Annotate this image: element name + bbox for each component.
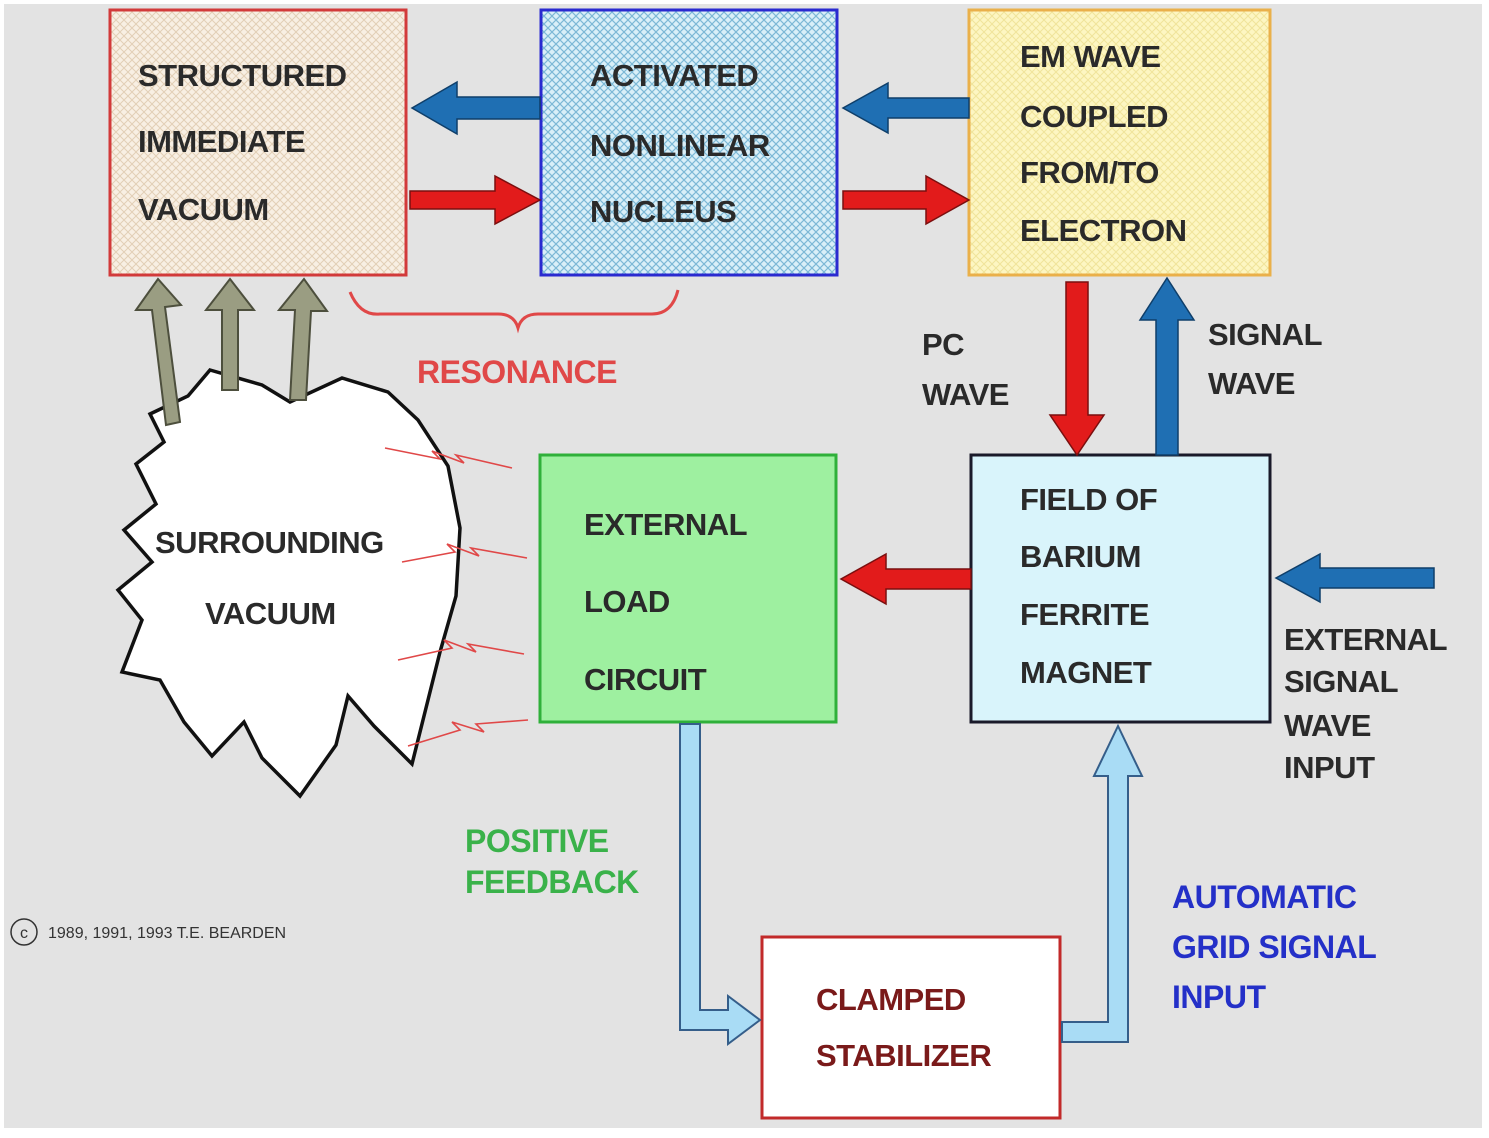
red-arrow-pc-wave bbox=[1048, 281, 1106, 457]
nonlinear-nucleus-line-3: NUCLEUS bbox=[590, 194, 736, 229]
zigzag-4 bbox=[407, 719, 529, 747]
light-blue-arrow-stabilizer-to-field bbox=[1061, 723, 1144, 1043]
external-signal-label-line-4: INPUT bbox=[1284, 750, 1375, 785]
red-arrow-vacuum-to-nucleus bbox=[409, 174, 542, 226]
external-load-line-2: LOAD bbox=[584, 584, 670, 619]
blue-arrow-em-to-nucleus bbox=[841, 81, 970, 135]
red-arrow-nucleus-to-em bbox=[842, 174, 971, 226]
structured-vacuum-box: STRUCTURED IMMEDIATE VACUUM bbox=[108, 8, 408, 277]
structured-vacuum-line-2: IMMEDIATE bbox=[138, 124, 305, 159]
external-load-line-3: CIRCUIT bbox=[584, 662, 707, 697]
surrounding-vacuum-shape: SURROUNDING VACUUM bbox=[115, 368, 462, 799]
pc-wave-label-line-1: PC bbox=[922, 327, 964, 362]
blue-arrow-signal-wave bbox=[1138, 276, 1196, 456]
blue-arrow-nucleus-to-vacuum bbox=[410, 80, 541, 136]
olive-arrow-left bbox=[134, 277, 184, 427]
structured-vacuum-line-3: VACUUM bbox=[138, 192, 269, 227]
olive-arrow-middle bbox=[203, 277, 257, 391]
zigzag-3 bbox=[397, 639, 525, 661]
external-signal-label-line-1: EXTERNAL bbox=[1284, 622, 1447, 657]
nonlinear-nucleus-line-2: NONLINEAR bbox=[590, 128, 770, 163]
automatic-grid-label-line-2: GRID SIGNAL bbox=[1172, 929, 1376, 965]
copyright-notice: c 1989, 1991, 1993 T.E. BEARDEN bbox=[10, 918, 286, 946]
blue-arrow-external-signal bbox=[1274, 552, 1435, 604]
red-arrow-field-to-load bbox=[839, 552, 972, 606]
radiation-zigzags bbox=[384, 447, 529, 747]
external-signal-label-line-2: SIGNAL bbox=[1284, 664, 1398, 699]
barium-ferrite-line-2: BARIUM bbox=[1020, 539, 1141, 574]
clamped-stabilizer-line-2: STABILIZER bbox=[816, 1038, 991, 1073]
em-wave-box: EM WAVE COUPLED FROM/TO ELECTRON bbox=[967, 8, 1272, 277]
nonlinear-nucleus-box: ACTIVATED NONLINEAR NUCLEUS bbox=[539, 8, 839, 277]
resonance-label: RESONANCE bbox=[417, 354, 617, 390]
clamped-stabilizer-line-1: CLAMPED bbox=[816, 982, 966, 1017]
structured-vacuum-line-1: STRUCTURED bbox=[138, 58, 347, 93]
em-wave-line-1: EM WAVE bbox=[1020, 39, 1161, 74]
light-blue-arrow-load-to-stabilizer bbox=[679, 723, 762, 1046]
signal-wave-label-line-2: WAVE bbox=[1208, 366, 1295, 401]
barium-ferrite-box: FIELD OF BARIUM FERRITE MAGNET bbox=[969, 453, 1272, 724]
automatic-grid-label-line-1: AUTOMATIC bbox=[1172, 879, 1357, 915]
resonance-brace bbox=[348, 289, 680, 334]
em-wave-line-3: FROM/TO bbox=[1020, 155, 1159, 190]
olive-arrow-right bbox=[276, 277, 329, 401]
copyright-text: 1989, 1991, 1993 T.E. BEARDEN bbox=[48, 925, 286, 942]
copyright-symbol: c bbox=[20, 925, 28, 942]
copyright-circle bbox=[10, 918, 38, 946]
pc-wave-label-line-2: WAVE bbox=[922, 377, 1009, 412]
nonlinear-nucleus-line-1: ACTIVATED bbox=[590, 58, 758, 93]
surrounding-vacuum-line-2: VACUUM bbox=[205, 596, 336, 631]
signal-wave-label-line-1: SIGNAL bbox=[1208, 317, 1322, 352]
barium-ferrite-line-3: FERRITE bbox=[1020, 597, 1149, 632]
barium-ferrite-line-1: FIELD OF bbox=[1020, 482, 1157, 517]
automatic-grid-label-line-3: INPUT bbox=[1172, 979, 1266, 1015]
surrounding-vacuum-line-1: SURROUNDING bbox=[155, 525, 384, 560]
vacuum-flow-arrows bbox=[134, 277, 329, 427]
zigzag-2 bbox=[401, 543, 528, 563]
external-signal-label-line-3: WAVE bbox=[1284, 708, 1371, 743]
zigzag-1 bbox=[384, 447, 513, 469]
positive-feedback-label-line-1: POSITIVE bbox=[465, 823, 609, 859]
external-load-box: EXTERNAL LOAD CIRCUIT bbox=[538, 453, 838, 724]
clamped-stabilizer-box: CLAMPED STABILIZER bbox=[760, 935, 1062, 1120]
em-wave-line-4: ELECTRON bbox=[1020, 213, 1187, 248]
external-load-line-1: EXTERNAL bbox=[584, 507, 747, 542]
barium-ferrite-line-4: MAGNET bbox=[1020, 655, 1152, 690]
em-wave-line-2: COUPLED bbox=[1020, 99, 1168, 134]
positive-feedback-label-line-2: FEEDBACK bbox=[465, 864, 639, 900]
